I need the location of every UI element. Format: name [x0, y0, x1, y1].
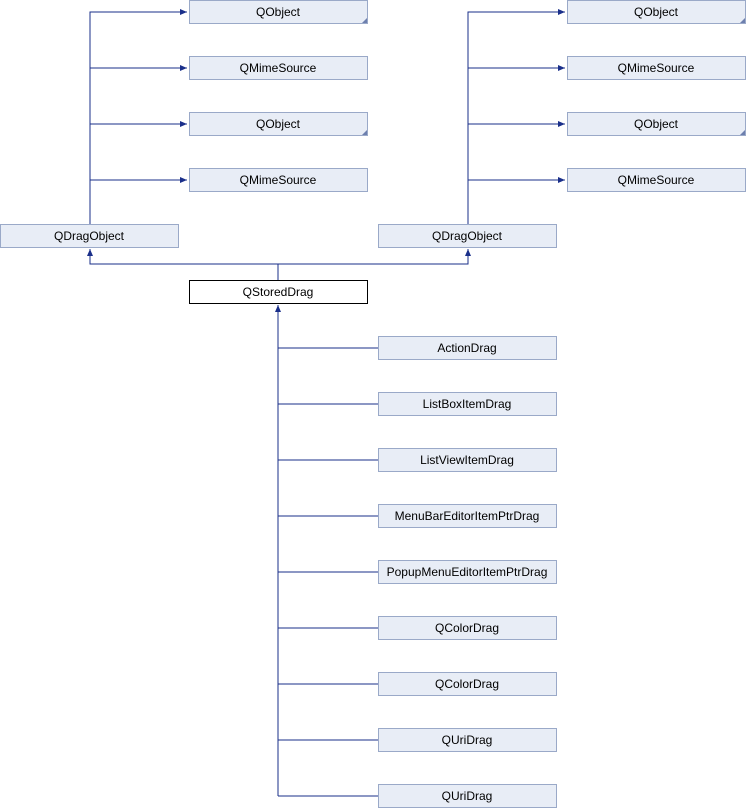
node-label: QMimeSource	[240, 173, 317, 187]
node-qmimesource-r2[interactable]: QMimeSource	[567, 168, 746, 192]
node-actiondrag[interactable]: ActionDrag	[378, 336, 557, 360]
fold-corner-icon	[740, 130, 745, 135]
fold-corner-icon	[740, 18, 745, 23]
node-qdragobject-r[interactable]: QDragObject	[378, 224, 557, 248]
edges-qstoreddrag-bases	[87, 249, 471, 280]
edge-qdragobject-r-to-qobject-r1	[467, 9, 565, 224]
edges-derived	[275, 305, 378, 797]
node-qmimesource-l1[interactable]: QMimeSource	[189, 56, 368, 80]
node-label: QDragObject	[432, 229, 503, 243]
fold-corner-icon	[362, 130, 367, 135]
node-label: QMimeSource	[618, 61, 695, 75]
node-label: QColorDrag	[435, 621, 499, 635]
node-qobject-r2[interactable]: QObject	[567, 112, 746, 136]
node-qcolordrag-2[interactable]: QColorDrag	[378, 672, 557, 696]
node-label: QMimeSource	[618, 173, 695, 187]
node-label: QStoredDrag	[243, 285, 314, 299]
node-label: QObject	[634, 5, 679, 19]
node-popupmenueditoritemptrdrag[interactable]: PopupMenuEditorItemPtrDrag	[378, 560, 557, 584]
node-qobject-r1[interactable]: QObject	[567, 0, 746, 24]
edge-qstoreddrag-to-qdragobject-r	[278, 249, 471, 265]
node-label: MenuBarEditorItemPtrDrag	[395, 509, 540, 523]
node-label: QUriDrag	[442, 789, 493, 803]
node-listviewitemdrag[interactable]: ListViewItemDrag	[378, 448, 557, 472]
node-label: QObject	[256, 5, 301, 19]
node-label: ActionDrag	[437, 341, 496, 355]
node-qdragobject-l[interactable]: QDragObject	[0, 224, 179, 248]
node-label: QUriDrag	[442, 733, 493, 747]
node-listboxitemdrag[interactable]: ListBoxItemDrag	[378, 392, 557, 416]
node-quridrag-1[interactable]: QUriDrag	[378, 728, 557, 752]
fold-corner-icon	[362, 18, 367, 23]
node-label: PopupMenuEditorItemPtrDrag	[387, 565, 548, 579]
node-label: QObject	[634, 117, 679, 131]
node-quridrag-2[interactable]: QUriDrag	[378, 784, 557, 808]
node-menubareditoritemptrdrag[interactable]: MenuBarEditorItemPtrDrag	[378, 504, 557, 528]
node-label: ListBoxItemDrag	[423, 397, 512, 411]
node-label: QDragObject	[54, 229, 125, 243]
node-qstoreddrag: QStoredDrag	[189, 280, 368, 304]
edge-qdragobject-l-to-qobject-l1	[89, 9, 187, 224]
node-qcolordrag-1[interactable]: QColorDrag	[378, 616, 557, 640]
node-label: ListViewItemDrag	[420, 453, 514, 467]
edge-qstoreddrag-to-qdragobject-l	[87, 249, 278, 265]
node-label: QObject	[256, 117, 301, 131]
node-qmimesource-r1[interactable]: QMimeSource	[567, 56, 746, 80]
node-label: QMimeSource	[240, 61, 317, 75]
node-label: QColorDrag	[435, 677, 499, 691]
edges-right-bases	[467, 9, 565, 224]
node-qobject-l2[interactable]: QObject	[189, 112, 368, 136]
node-qmimesource-l2[interactable]: QMimeSource	[189, 168, 368, 192]
node-qobject-l1[interactable]: QObject	[189, 0, 368, 24]
edges-left-bases	[89, 9, 187, 224]
